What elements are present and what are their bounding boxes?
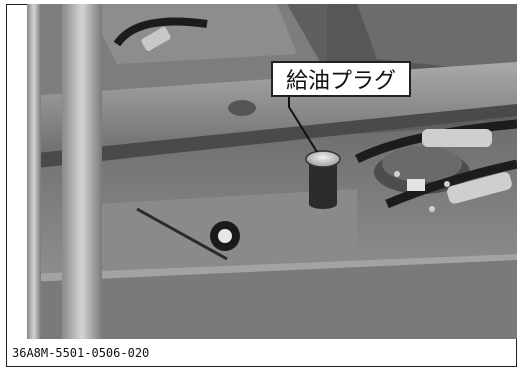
figure-id: 36A8M-5501-0506-020 <box>8 346 154 360</box>
frame-post-back <box>27 4 41 339</box>
frame-post-front <box>62 4 102 339</box>
upper-panel <box>87 4 297 64</box>
hose-top <box>113 17 208 47</box>
callout-label: 給油プラグ <box>285 69 396 94</box>
floor-bracket <box>136 207 228 261</box>
fitting-3 <box>407 179 425 191</box>
illustration-svg <box>27 4 517 339</box>
beam-knob <box>228 100 256 116</box>
fuel-plug-icon <box>305 150 341 168</box>
drain-fitting-center <box>218 229 232 243</box>
hose-low <box>385 159 517 209</box>
bolt <box>429 206 435 212</box>
plug-base <box>309 199 337 209</box>
hose-fitting-top <box>141 27 171 51</box>
fitting-1 <box>422 129 492 147</box>
leader-line-icon <box>288 97 318 153</box>
fuel-plug-callout: 給油プラグ <box>271 61 411 97</box>
main-beam-edge <box>27 104 517 169</box>
right-panel <box>357 4 517 74</box>
machine-illustration <box>27 4 517 339</box>
bolt <box>444 181 450 187</box>
fitting-2 <box>447 172 512 204</box>
cover-plate-top <box>382 146 462 182</box>
bolt <box>394 171 400 177</box>
front-wall-edge <box>27 254 517 282</box>
